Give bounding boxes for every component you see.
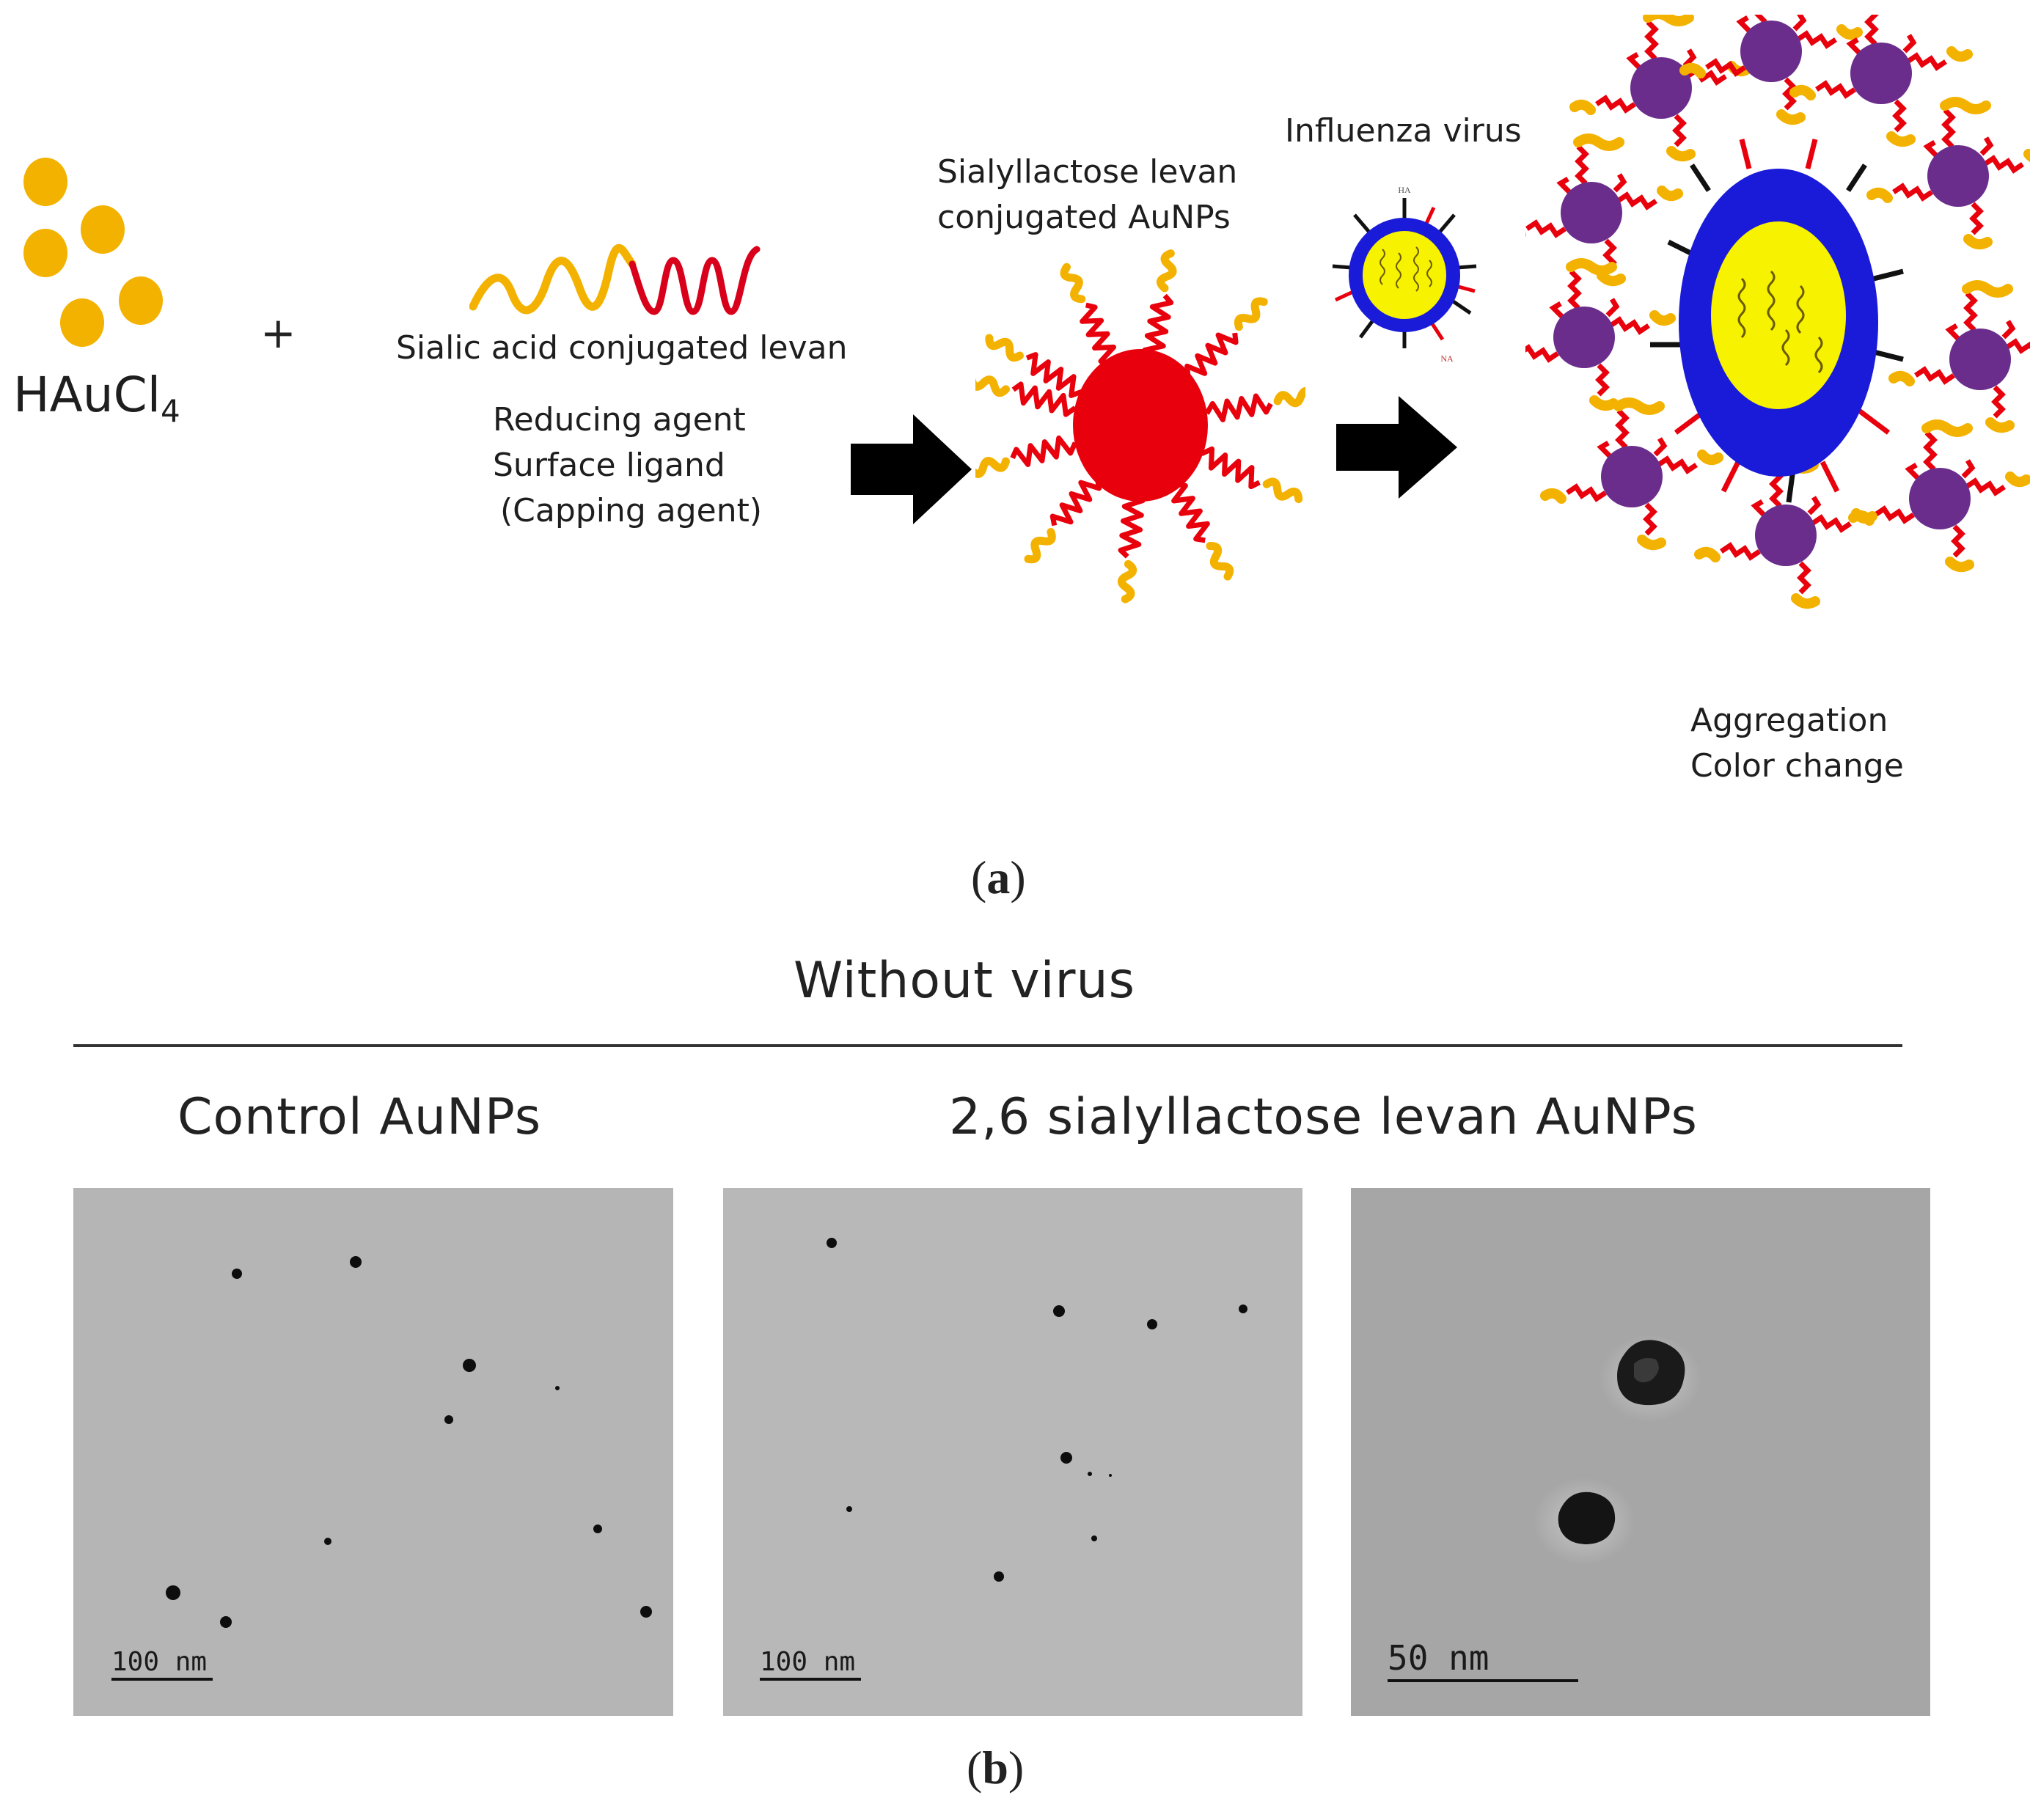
col-title-control: Control AuNPs <box>177 1088 542 1146</box>
plus-sign: + <box>260 308 296 358</box>
condition-header: Without virus <box>794 952 1135 1010</box>
levan-chain-icon <box>469 243 761 315</box>
tem-image-sialyllactose-wide: 100 nm <box>723 1188 1302 1716</box>
influenza-virus-icon: HA NA <box>1332 185 1477 364</box>
panel-b-letter: (b) <box>967 1742 1025 1794</box>
outcome-color-change: Color change <box>1690 747 1904 785</box>
product-label-line2: conjugated AuNPs <box>937 199 1231 236</box>
reaction-arrow-2-icon <box>1336 396 1457 499</box>
header-rule <box>73 1044 1902 1047</box>
outcome-aggregation: Aggregation <box>1690 702 1888 739</box>
reaction-arrow-1-icon <box>851 414 972 524</box>
virus-aunp-aggregate-icon <box>1525 15 2030 631</box>
panel-a-letter: (a) <box>971 851 1026 903</box>
role-capping-agent: (Capping agent) <box>500 492 763 529</box>
col-title-sialyllactose: 2,6 sialyllactose levan AuNPs <box>949 1088 1698 1146</box>
product-label-line1: Sialyllactose levan <box>937 153 1238 191</box>
scale-bar-label-3: 50 nm <box>1388 1638 1489 1678</box>
ligand-label: Sialic acid conjugated levan <box>396 329 848 367</box>
tem-image-control: 100 nm <box>73 1188 673 1716</box>
na-mark: NA <box>1440 353 1454 364</box>
scale-bar-label-1: 100 nm <box>111 1647 208 1677</box>
role-surface-ligand: Surface ligand <box>493 447 725 484</box>
virus-label: Influenza virus <box>1285 112 1522 150</box>
sialyllactose-aunp-icon <box>975 220 1305 631</box>
role-reducing-agent: Reducing agent <box>493 401 746 439</box>
gold-salt-dots <box>23 158 163 347</box>
tem-image-sialyllactose-zoom: 50 nm <box>1351 1188 1930 1716</box>
scale-bar-label-2: 100 nm <box>760 1647 856 1677</box>
ha-mark: HA <box>1398 185 1411 195</box>
precursor-formula: HAuCl4 <box>13 367 180 430</box>
